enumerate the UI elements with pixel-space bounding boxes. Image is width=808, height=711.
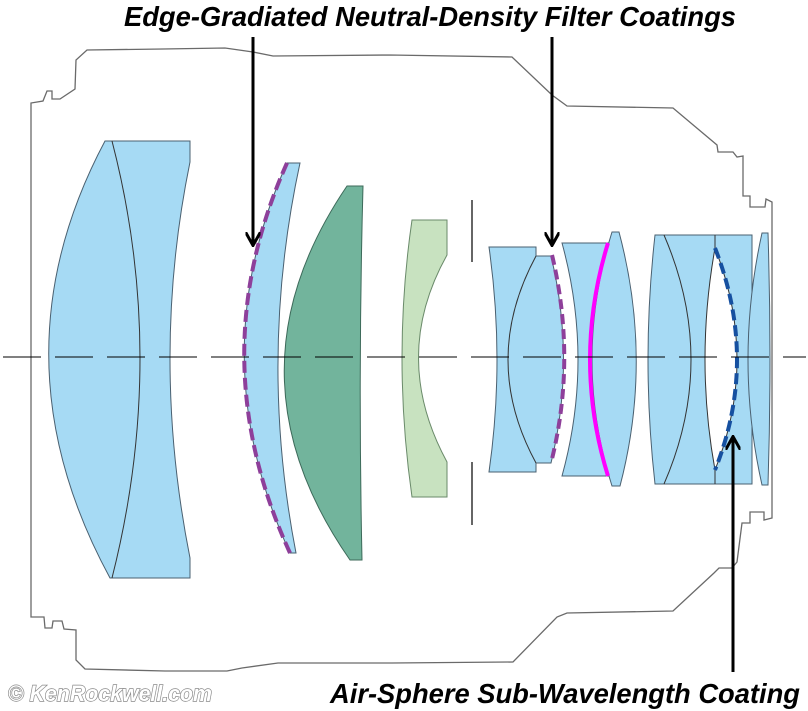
top-callout-label: Edge-Gradiated Neutral-Density Filter Co… <box>124 1 736 32</box>
lens-element-3 <box>283 185 364 561</box>
lens-element-1 <box>48 140 191 579</box>
watermark: © KenRockwell.com <box>8 681 212 706</box>
cemented-surface-1 <box>111 140 141 579</box>
lens-element-4 <box>401 219 448 498</box>
cemented-surface-8 <box>663 234 692 485</box>
cemented-surface-5 <box>507 255 537 464</box>
lens-element-9 <box>747 232 771 486</box>
nd-coating-front <box>242 162 292 554</box>
sub-wavelength-coating <box>713 247 739 471</box>
lens-element-5 <box>488 246 564 473</box>
bottom-callout-label: Air-Sphere Sub-Wavelength Coating <box>329 678 800 709</box>
cemented-highlight <box>588 242 610 477</box>
lens-barrel-outline <box>30 47 773 672</box>
nd-coating-rear <box>549 254 567 464</box>
lens-element-2 <box>243 162 301 554</box>
